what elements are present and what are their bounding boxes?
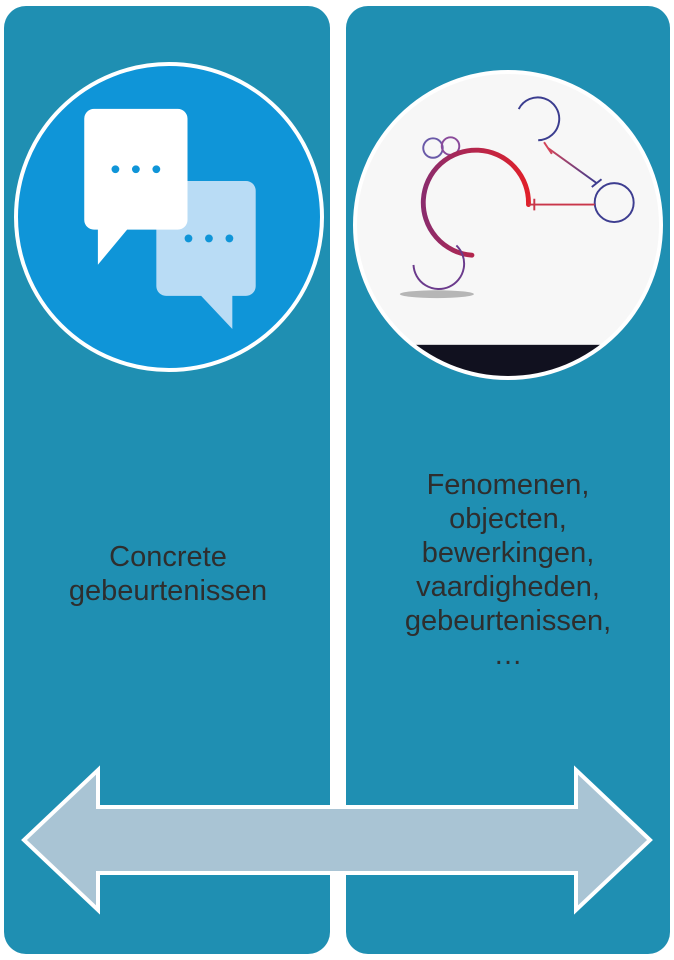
caption-right-line: objecten, [449, 503, 567, 535]
network-circle [353, 70, 663, 380]
chat-circle [14, 62, 324, 372]
caption-right: Fenomenen, objecten, bewerkingen, vaardi… [352, 468, 664, 672]
caption-left: Concrete gebeurtenissen [20, 540, 316, 608]
caption-right-line: bewerkingen, [421, 537, 595, 569]
caption-right-line: … [493, 639, 523, 671]
caption-right-line: gebeurtenissen, [404, 605, 612, 637]
caption-right-line: Fenomenen, [426, 469, 590, 501]
network-diagram-icon [357, 96, 659, 376]
caption-left-line: gebeurtenissen [68, 575, 268, 607]
caption-right-line: vaardigheden, [416, 571, 600, 603]
chat-bubbles-icon [84, 108, 256, 330]
caption-left-line: Concrete [109, 541, 227, 573]
